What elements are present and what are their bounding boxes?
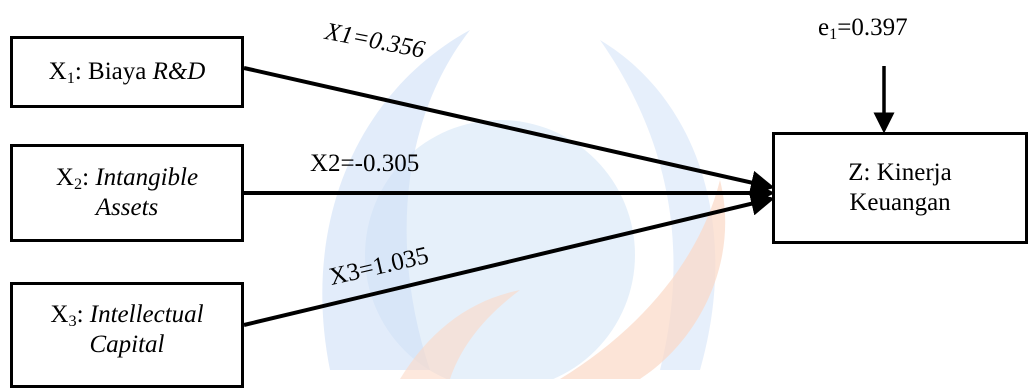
node-x2-sub: 2 bbox=[73, 175, 83, 194]
node-x2-sep: : bbox=[82, 164, 96, 191]
node-x1-text: Biaya bbox=[88, 58, 153, 85]
error-sub: 1 bbox=[829, 25, 838, 44]
node-x1-sub: 1 bbox=[66, 69, 75, 88]
node-x2-intangible-assets: X2: Intangible Assets bbox=[10, 144, 244, 242]
error-value: =0.397 bbox=[837, 14, 908, 41]
node-z-kinerja-keuangan: Z: Kinerja Keuangan bbox=[772, 132, 1028, 244]
node-x1-var: X bbox=[48, 58, 67, 85]
node-x1-biaya-rd: X1: Biaya R&D bbox=[10, 36, 244, 108]
node-x2-line2: Assets bbox=[95, 194, 159, 221]
node-x3-var: X bbox=[50, 301, 69, 328]
node-z-line2: Keuangan bbox=[849, 189, 951, 216]
node-x3-intellectual-capital: X3: Intellectual Capital bbox=[10, 282, 244, 388]
error-var: e bbox=[818, 14, 830, 41]
error-term-label: e1=0.397 bbox=[818, 14, 908, 42]
node-x2-line1: Intangible bbox=[95, 164, 199, 191]
edge-label-x2: X2=-0.305 bbox=[310, 150, 420, 177]
node-x3-line2: Capital bbox=[89, 331, 165, 358]
node-x1-sep: : bbox=[74, 58, 89, 85]
node-x3-sub: 3 bbox=[68, 312, 77, 331]
edge-x3-z bbox=[243, 191, 775, 327]
edge-x1-z bbox=[243, 66, 775, 195]
node-x3-line1: Intellectual bbox=[89, 301, 204, 328]
watermark-logo bbox=[322, 30, 726, 379]
path-arrows bbox=[243, 66, 895, 327]
node-x1-italic: R&D bbox=[152, 58, 206, 85]
node-x3-sep: : bbox=[76, 301, 90, 328]
node-z-line1: Z: Kinerja bbox=[848, 159, 952, 186]
node-x2-var: X bbox=[55, 164, 74, 191]
